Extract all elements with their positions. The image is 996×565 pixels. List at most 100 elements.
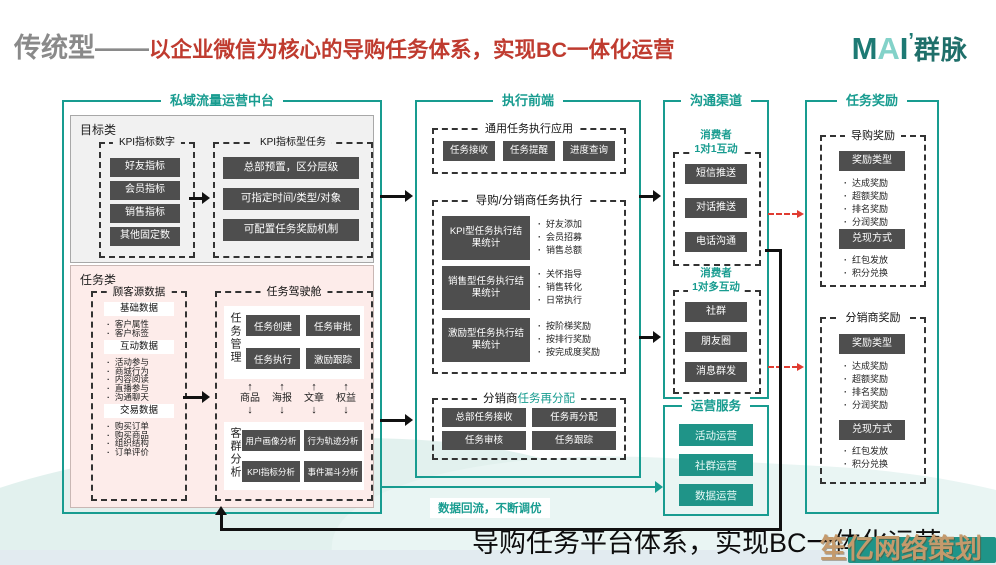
execution-bullet: 关怀指导 xyxy=(538,268,582,281)
feedback-label: 数据回流，不断调优 xyxy=(430,498,550,518)
logo-chinese-name: 群脉 xyxy=(913,35,968,65)
execution-row: KPI型任务执行结果统计 好友添加 会员招募 销售总额 xyxy=(434,216,624,264)
up-arrow-icon: ↑ xyxy=(343,381,349,393)
section-goal-label: 目标类 xyxy=(80,123,117,137)
reward-type-item: 达成奖励 xyxy=(844,177,888,190)
box-one-to-one: 短信推送 对话推送 电话沟通 xyxy=(673,152,761,266)
execution-bullet: 会员招募 xyxy=(538,231,582,244)
kpi-task-item: 总部预置，区分层级 xyxy=(223,157,359,179)
box-task-cockpit: 任务驾驶舱 任务管理 任务创建 任务审批 任务执行 激励跟踪 ↑ 商品 ↓ ↑ … xyxy=(215,284,373,501)
execution-stat-box: KPI型任务执行结果统计 xyxy=(442,216,530,260)
arrow-platform-to-frontend-bottom xyxy=(380,414,413,426)
data-group-header: 交易数据 xyxy=(104,404,174,419)
reward-type-item: 排名奖励 xyxy=(844,386,888,399)
red-dashed-arrow-channels-to-rewards-bottom xyxy=(768,363,804,371)
box-guide-distributor-execution: 导购/分销商任务执行 KPI型任务执行结果统计 好友添加 会员招募 销售总额 销… xyxy=(432,193,626,374)
content-type-label: 文章 xyxy=(304,393,324,404)
channel-item: 对话推送 xyxy=(685,198,747,218)
channel-item: 短信推送 xyxy=(685,164,747,184)
general-app-item: 任务接收 xyxy=(443,141,495,161)
manage-item: 任务审批 xyxy=(306,315,360,336)
reward-type-item: 分润奖励 xyxy=(844,399,888,412)
panel-communication-channels: 沟通渠道 消费者 1对1互动 短信推送 对话推送 电话沟通 消费者 1对多互动 … xyxy=(663,92,769,399)
slide-title-main: 以企业微信为核心的导购任务体系，实现BC一体化运营 xyxy=(149,38,675,62)
box-kpi-tasks-title: KPI指标型任务 xyxy=(253,135,333,151)
box-one-to-many: 社群 朋友圈 消息群发 xyxy=(673,290,761,394)
watermark-text: 笙亿网络策划 xyxy=(820,534,982,564)
redistribution-item: 总部任务接收 xyxy=(442,408,526,427)
up-arrow-icon: ↑ xyxy=(311,381,317,393)
box-customer-source-title: 顾客源数据 xyxy=(106,284,172,300)
redistribution-title-prefix: 分销商 xyxy=(483,393,518,405)
cash-method-item: 积分兑换 xyxy=(844,458,888,471)
down-arrow-icon: ↓ xyxy=(247,404,253,416)
analysis-item: 事件漏斗分析 xyxy=(304,461,362,482)
box-task-cockpit-title: 任务驾驶舱 xyxy=(260,284,328,300)
data-item: 内容阅读 xyxy=(107,375,185,384)
cash-method-header: 兑现方式 xyxy=(839,229,905,249)
panel-title: 沟通渠道 xyxy=(680,92,752,110)
data-item: 活动参与 xyxy=(107,358,185,367)
cash-method-header: 兑现方式 xyxy=(839,420,905,440)
panel-title: 任务奖励 xyxy=(836,92,908,110)
arrow-frontend-to-channels-bottom xyxy=(639,331,661,343)
content-flow-column: ↑ 海报 ↓ xyxy=(267,382,297,416)
red-dashed-arrow-channels-to-rewards-top xyxy=(768,210,804,218)
reward-type-item: 排名奖励 xyxy=(844,203,888,216)
execution-bullet: 日常执行 xyxy=(538,294,582,307)
feedback-line-bottom xyxy=(220,528,782,531)
data-item: 客户属性 xyxy=(107,320,185,329)
data-item: 购买订单 xyxy=(107,422,185,431)
watermark-background xyxy=(848,537,996,563)
slide-title-prefix: 传统型—— xyxy=(14,33,149,63)
feedback-line-down xyxy=(779,249,782,530)
execution-bullet: 按完成度奖励 xyxy=(538,346,600,359)
data-item: 组织结构 xyxy=(107,439,185,448)
operation-item: 数据运营 xyxy=(679,484,753,506)
feedback-up-arrowhead xyxy=(215,506,227,515)
kpi-number-item: 销售指标 xyxy=(110,204,180,223)
company-logo: MAI’群脉 xyxy=(852,30,968,67)
channel-item: 社群 xyxy=(685,302,747,322)
analysis-item: 行为轨迹分析 xyxy=(304,430,362,451)
down-arrow-icon: ↓ xyxy=(311,404,317,416)
kpi-number-item: 其他固定数 xyxy=(110,227,180,246)
content-flow-column: ↑ 文章 ↓ xyxy=(299,382,329,416)
box-kpi-numbers-title: KPI指标数字 xyxy=(112,135,182,151)
box-general-title: 通用任务执行应用 xyxy=(479,121,579,137)
one-to-many-label: 消费者 1对多互动 xyxy=(665,266,767,294)
panel-title: 执行前端 xyxy=(492,92,564,110)
execution-row: 激励型任务执行结果统计 按阶梯奖励 按排行奖励 按完成度奖励 xyxy=(434,318,624,366)
reward-type-item: 超额奖励 xyxy=(844,373,888,386)
cash-method-item: 积分兑换 xyxy=(844,267,888,280)
logo-tick: ’ xyxy=(908,30,914,52)
task-manage-panel: 任务管理 任务创建 任务审批 任务执行 激励跟踪 xyxy=(224,306,364,379)
execution-bullet: 销售转化 xyxy=(538,281,582,294)
kpi-number-item: 好友指标 xyxy=(110,158,180,177)
reward-type-header: 奖励类型 xyxy=(839,334,905,354)
box-kpi-tasks: KPI指标型任务 总部预置，区分层级 可指定时间/类型/对象 可配置任务奖励机制 xyxy=(213,135,373,258)
section-task-label: 任务类 xyxy=(80,273,117,287)
reward-type-item: 分润奖励 xyxy=(844,216,888,229)
redistribution-item: 任务审核 xyxy=(442,431,526,450)
arrow-frontend-to-channels-top xyxy=(639,190,661,202)
data-group-header: 互动数据 xyxy=(104,340,174,355)
reward-type-item: 达成奖励 xyxy=(844,360,888,373)
manage-item: 任务创建 xyxy=(246,315,300,336)
logo-letter-a: A xyxy=(877,31,900,66)
operation-item: 活动运营 xyxy=(679,424,753,446)
cash-method-item: 红包发放 xyxy=(844,254,888,267)
audience-analysis-label: 客群分析 xyxy=(229,427,241,479)
up-arrow-icon: ↑ xyxy=(279,381,285,393)
kpi-number-item: 会员指标 xyxy=(110,181,180,200)
panel-title: 私域流量运营中台 xyxy=(160,92,284,110)
redistribution-item: 任务跟踪 xyxy=(532,431,616,450)
arrow-kpi-numbers-to-tasks xyxy=(189,192,210,204)
general-app-item: 任务提醒 xyxy=(503,141,555,161)
one-to-many-mode-label: 1对多互动 xyxy=(688,281,744,293)
logo-letter-m: M xyxy=(851,31,878,66)
analysis-item: KPI指标分析 xyxy=(242,461,300,482)
one-to-one-mode-label: 1对1互动 xyxy=(690,143,742,155)
arrow-customer-to-cockpit xyxy=(183,391,210,403)
channel-item: 电话沟通 xyxy=(685,232,747,252)
